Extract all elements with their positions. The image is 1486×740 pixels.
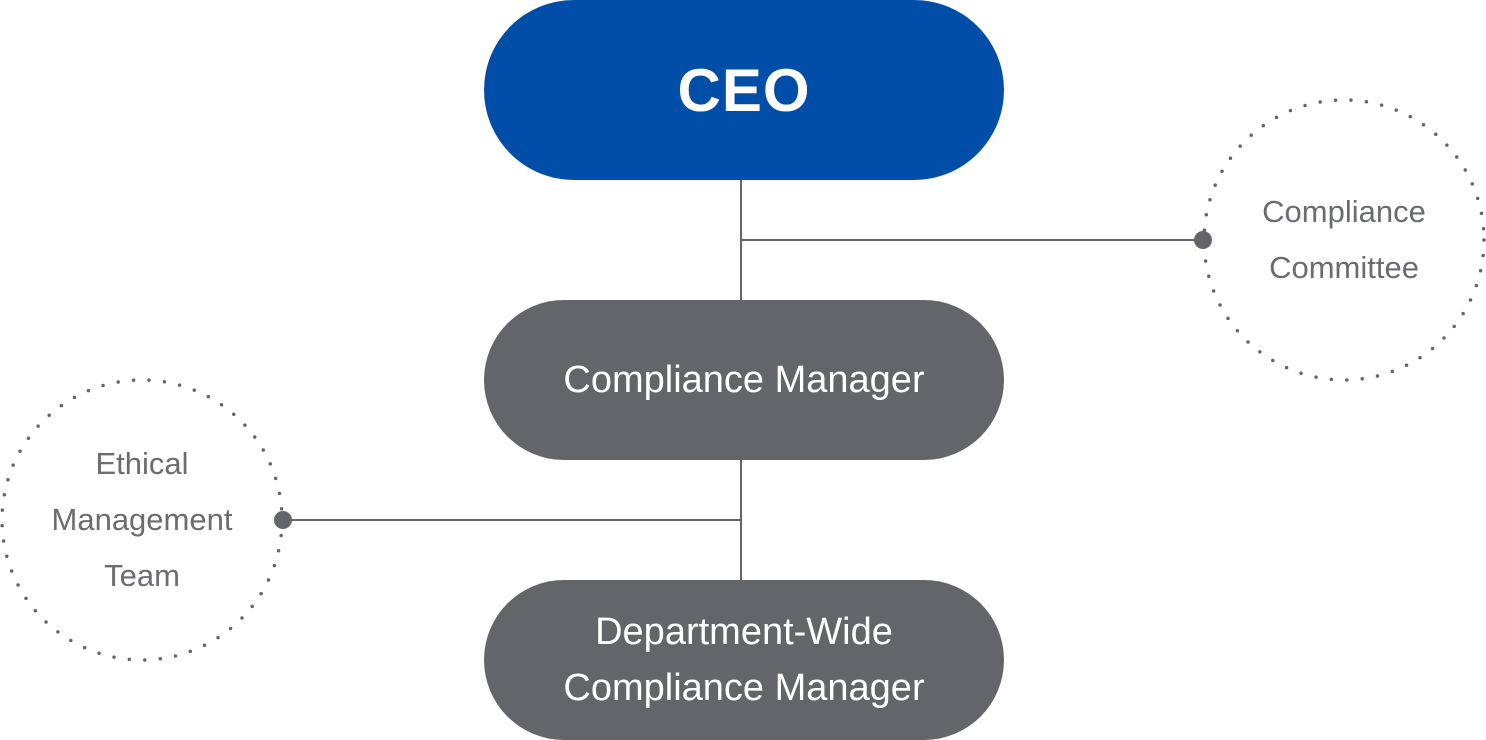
compliance-committee-label-line-1: Compliance (1262, 194, 1426, 229)
connector-dot-committee (1194, 231, 1212, 249)
compliance-committee-label-line-2: Committee (1269, 250, 1419, 285)
committee-dotted-outline (1202, 98, 1486, 382)
ethical-team-label-line-2: Management (51, 502, 233, 537)
compliance-manager-node: Compliance Manager (484, 300, 1004, 460)
ceo-label: CEO (677, 56, 811, 124)
ceo-node: CEO (484, 0, 1004, 180)
ethical-team-label-line-3: Team (104, 558, 180, 593)
department-manager-label-line-1: Department-Wide (595, 611, 893, 653)
ethical-team-dotted-outline (0, 378, 284, 662)
compliance-committee-node: Compliance Committee (1204, 100, 1484, 380)
compliance-manager-label: Compliance Manager (563, 358, 925, 401)
ethical-team-label-line-1: Ethical (95, 446, 189, 481)
ethical-management-team-node: Ethical Management Team (2, 380, 282, 660)
department-wide-compliance-manager-node: Department-Wide Compliance Manager (484, 580, 1004, 740)
department-manager-label-line-2: Compliance Manager (563, 667, 925, 709)
